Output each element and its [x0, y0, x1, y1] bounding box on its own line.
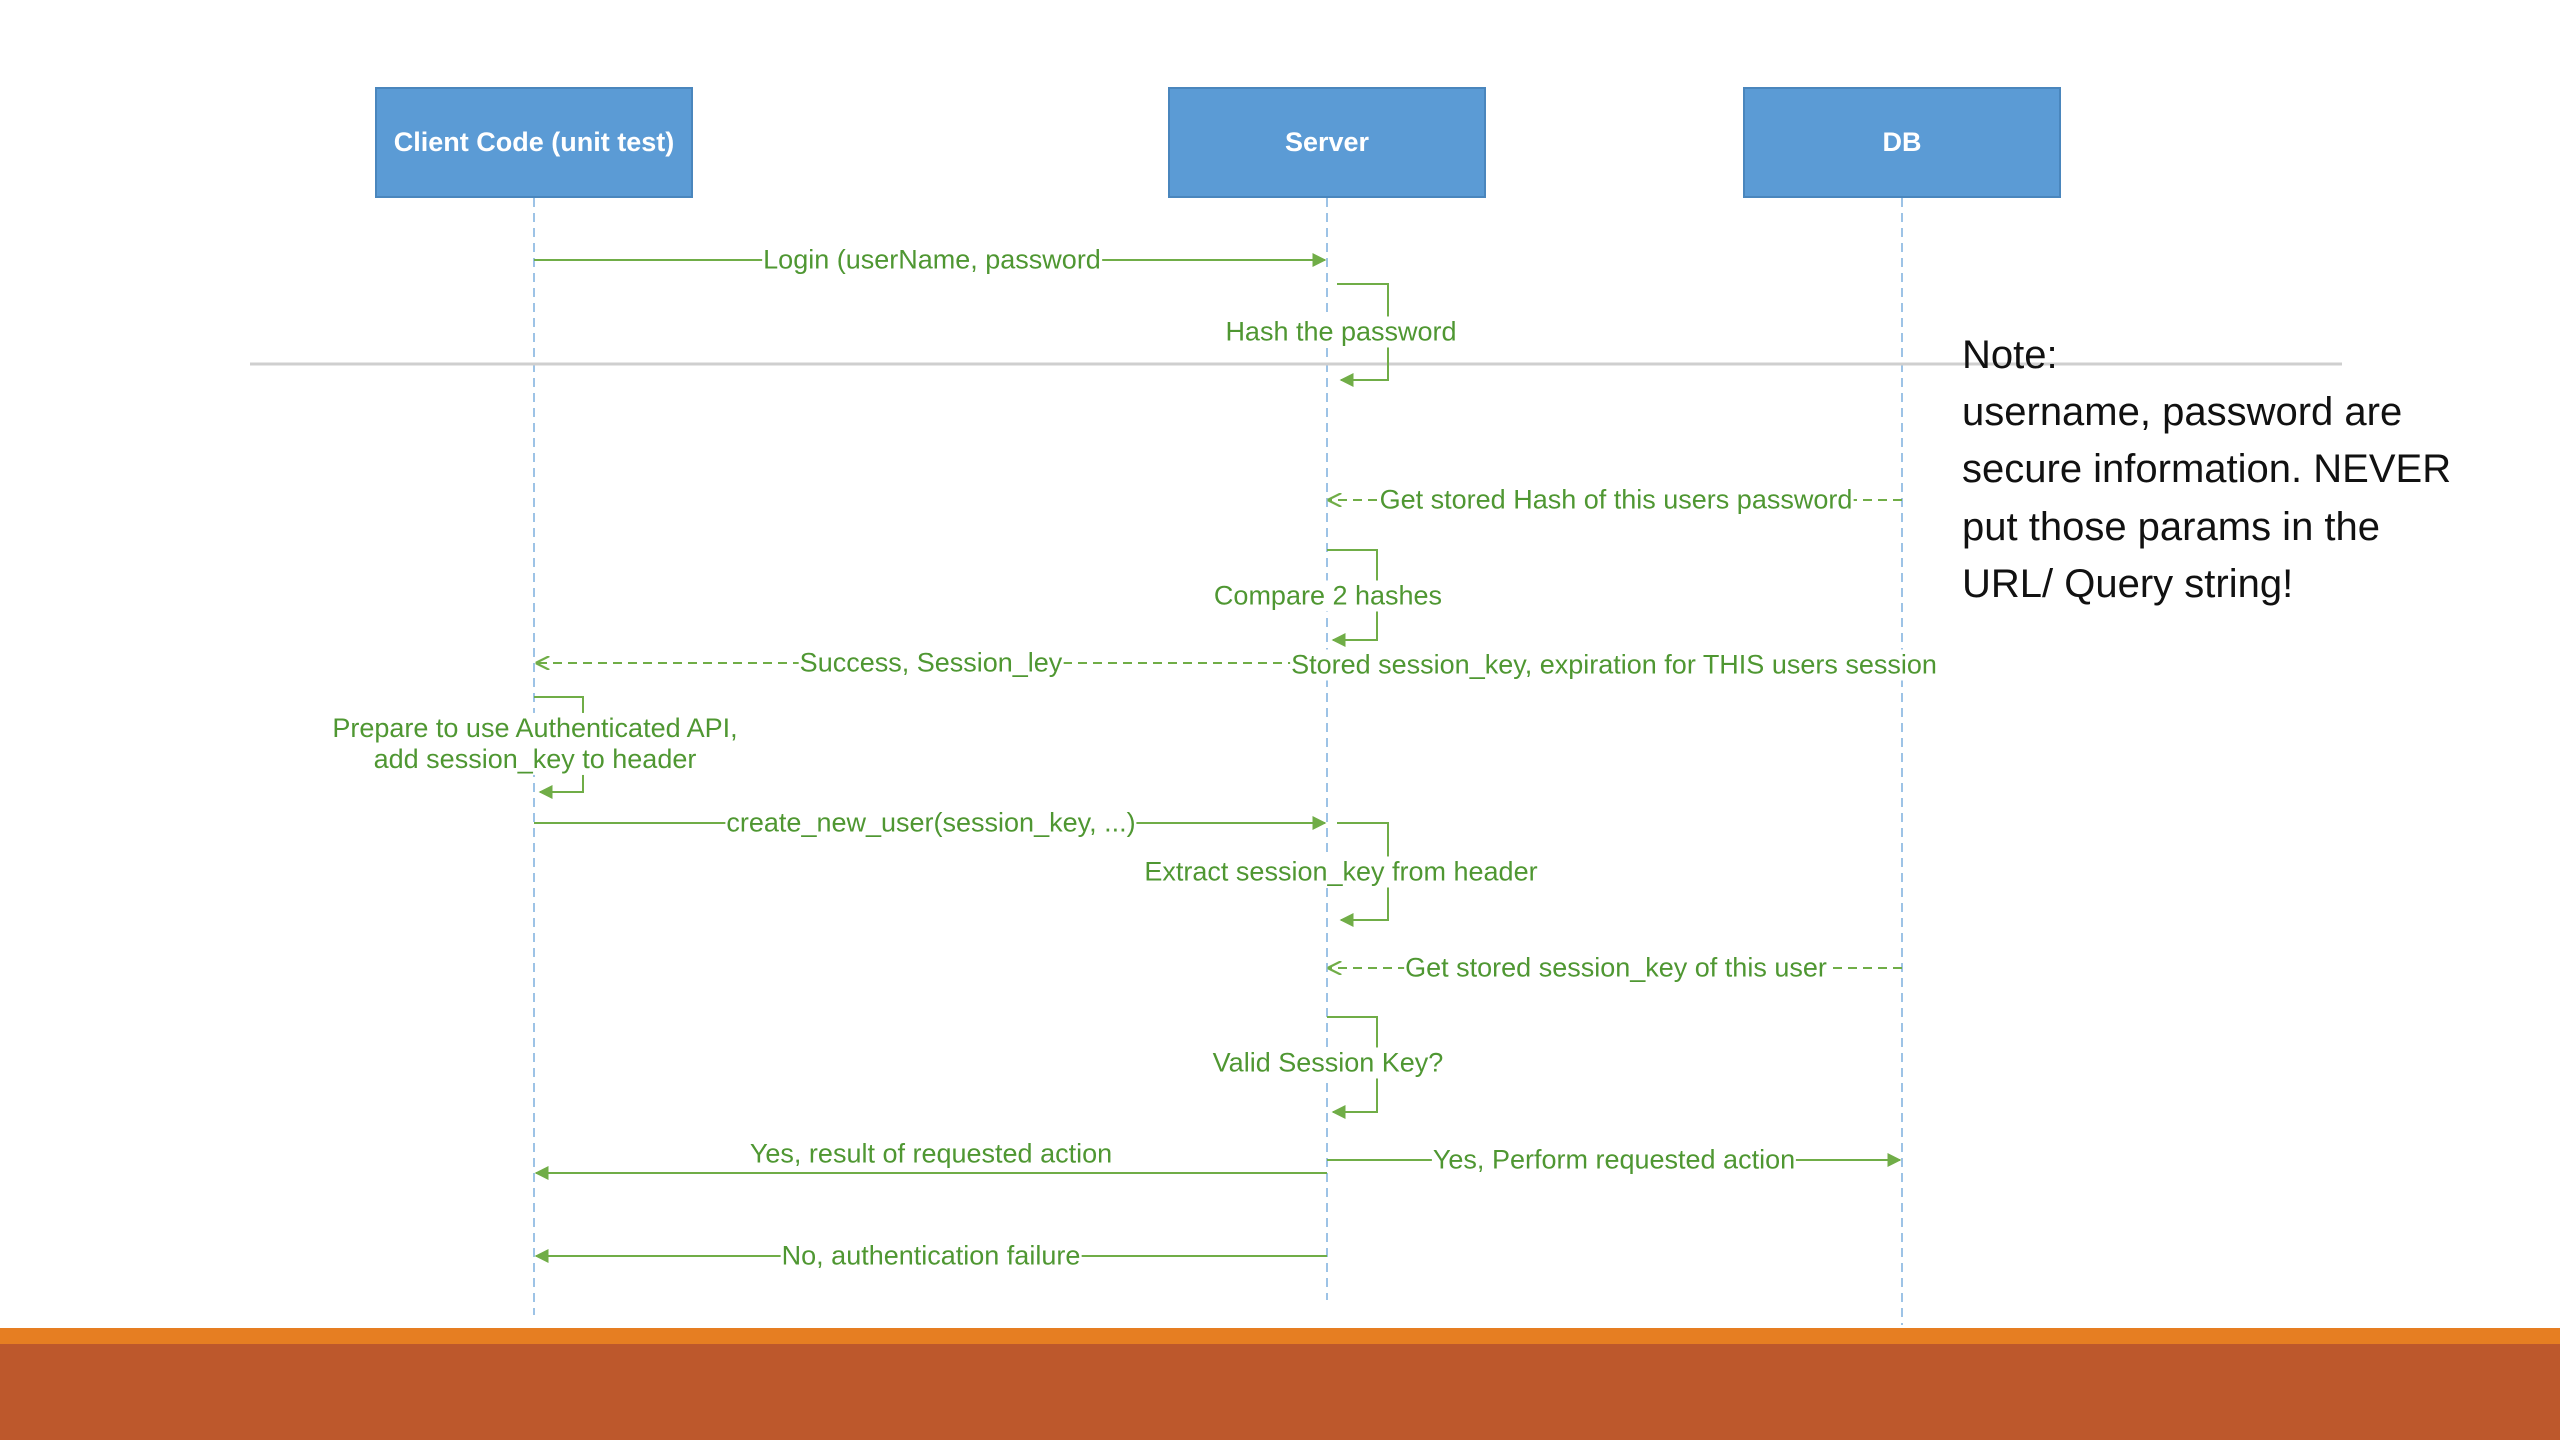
actor-db: DB [1743, 87, 2061, 198]
note-line-3: put those params in the [1962, 504, 2381, 549]
message-label-yes-result: Yes, result of requested action [748, 1138, 1114, 1170]
prepare-line-2: add session_key to header [373, 744, 697, 774]
actor-server: Server [1168, 87, 1486, 198]
message-label-get-session: Get stored session_key of this user [1404, 952, 1828, 984]
message-label-login: Login (userName, password [762, 244, 1102, 276]
message-label-no-auth: No, authentication failure [780, 1240, 1082, 1272]
message-label-prepare: Prepare to use Authenticated API, add se… [274, 712, 796, 776]
footer-accent-bar [0, 1328, 2560, 1344]
note: Note: username, password are secure info… [1962, 327, 2522, 613]
message-label-yes-perform: Yes, Perform requested action [1431, 1144, 1797, 1176]
note-title: Note: [1962, 333, 2058, 377]
message-label-extract: Extract session_key from header [1143, 856, 1539, 888]
note-line-2: secure information. NEVER [1962, 447, 2452, 492]
message-label-valid: Valid Session Key? [1211, 1047, 1445, 1079]
message-label-stored-session: Stored session_key, expiration for THIS … [1290, 649, 1938, 681]
note-line-4: URL/ Query string! [1962, 561, 2294, 606]
note-line-1: username, password are [1962, 390, 2403, 435]
prepare-line-1: Prepare to use Authenticated API, [332, 712, 738, 743]
actor-client: Client Code (unit test) [375, 87, 693, 198]
message-label-create-user: create_new_user(session_key, ...) [725, 807, 1137, 839]
footer-bar [0, 1344, 2560, 1440]
message-label-compare: Compare 2 hashes [1212, 580, 1444, 612]
message-label-success: Success, Session_ley [798, 647, 1064, 679]
message-label-get-hash: Get stored Hash of this users password [1378, 484, 1854, 516]
message-label-hash: Hash the password [1224, 316, 1458, 348]
